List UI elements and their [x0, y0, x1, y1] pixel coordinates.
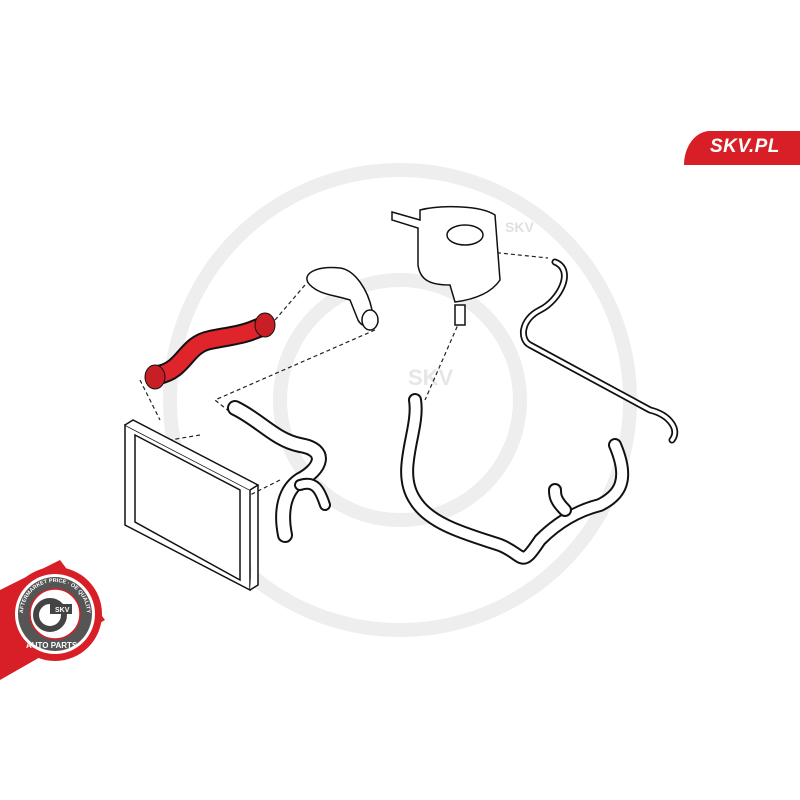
seal-center-text: SKV [55, 607, 70, 614]
skv-auto-parts-seal: SKV AFTERMARKET PRICE · OE QUALITY AUTO … [0, 560, 105, 680]
radiator [124, 419, 260, 592]
lower-hoses [227, 400, 331, 543]
watermark-text-small: SKV [505, 219, 534, 235]
seal-bottom-text: AUTO PARTS [26, 641, 78, 650]
highlighted-radiator-hose [144, 312, 276, 390]
thermostat-housing [306, 266, 379, 331]
brand-label: SKV.PL [710, 136, 780, 157]
heater-hoses [400, 258, 679, 565]
expansion-tank [391, 205, 501, 326]
brand-badge [684, 131, 800, 165]
leader-lines [139, 251, 549, 496]
